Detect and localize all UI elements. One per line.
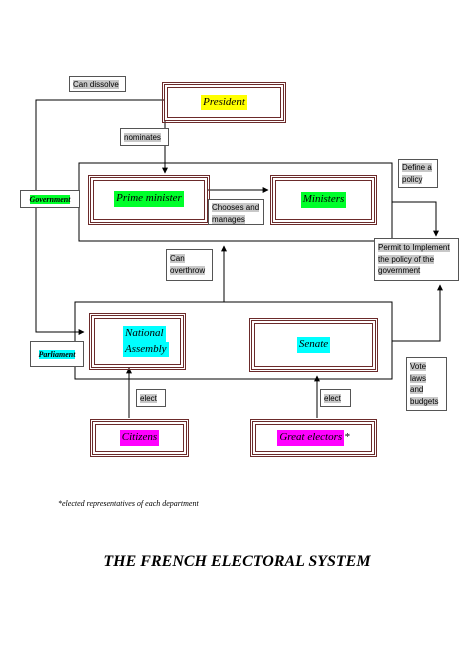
define-policy-note: Define a policy: [398, 159, 438, 188]
ministers-label: Ministers: [300, 192, 347, 208]
great-electors-box: Great electors*: [250, 419, 377, 457]
nominates-note: nominates: [120, 128, 169, 146]
national-assembly-label-line1: National: [123, 325, 166, 342]
president-box: President: [162, 82, 286, 123]
parliament-tag: Parliament: [30, 341, 84, 367]
chooses-manages-note: Chooses and manages: [208, 199, 264, 225]
page-title: THE FRENCH ELECTORAL SYSTEM: [103, 553, 371, 570]
citizens-label: Citizens: [119, 430, 160, 446]
parliament-label: Parliament: [38, 349, 76, 359]
can-overthrow-note: Can overthrow: [166, 249, 213, 281]
citizens-box: Citizens: [90, 419, 189, 457]
dissolve-arrow: [35, 99, 165, 335]
government-tag: Government: [20, 190, 80, 208]
national-assembly-box: National Assembly: [89, 313, 186, 370]
government-label: Government: [29, 194, 71, 204]
great-electors-asterisk: *: [344, 431, 350, 444]
national-assembly-label-line2: Assembly: [123, 341, 169, 358]
great-electors-label: Great electors: [277, 430, 345, 446]
president-label: President: [201, 94, 247, 111]
permit-note: Permit to Implement the policy of the go…: [374, 238, 459, 281]
can-dissolve-note: Can dissolve: [69, 76, 126, 92]
senate-box: Senate: [249, 318, 378, 372]
footnote: *elected representatives of each departm…: [58, 499, 199, 508]
prime-minister-box: Prime minister: [88, 175, 210, 225]
ministers-box: Ministers: [270, 175, 377, 225]
elect-left-note: elect: [136, 389, 166, 407]
define-policy-arrow: [392, 201, 439, 237]
prime-minister-label: Prime minister: [114, 191, 184, 207]
vote-laws-note: Vote laws and budgets: [406, 357, 447, 411]
elect-right-note: elect: [320, 389, 351, 407]
senate-label: Senate: [296, 337, 331, 353]
permit-arrow: [392, 284, 443, 342]
